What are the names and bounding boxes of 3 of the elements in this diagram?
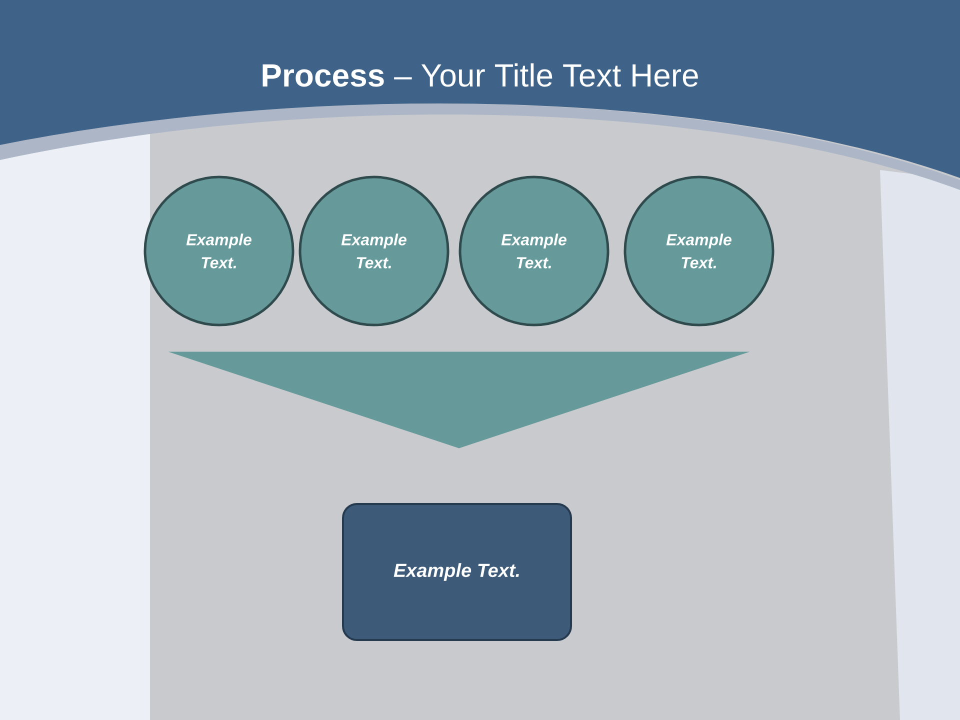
result-box: Example Text. — [342, 503, 572, 641]
title: Process – Your Title Text Here — [262, 63, 698, 87]
funnel-triangle — [168, 352, 750, 448]
